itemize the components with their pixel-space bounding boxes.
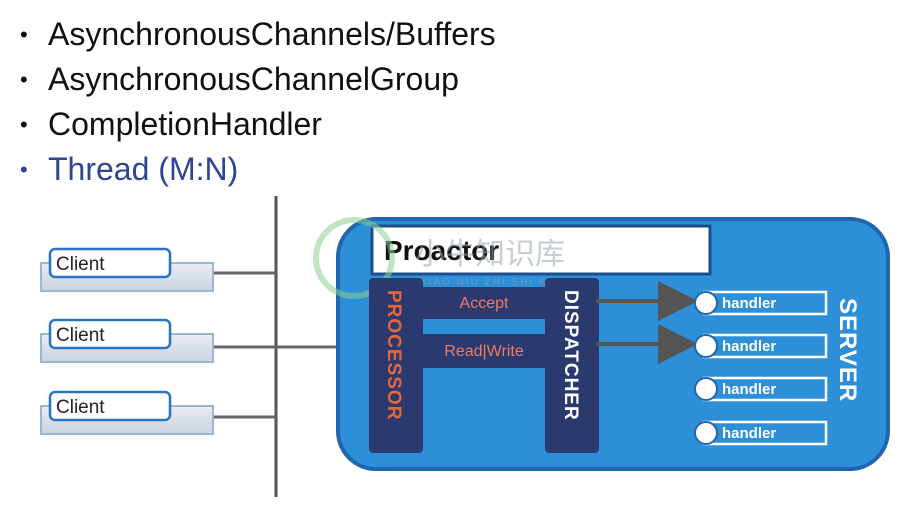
handler-dot-icon (694, 291, 718, 315)
dispatcher-column (545, 278, 599, 453)
operation-accept (421, 287, 547, 319)
handler-label: handler (722, 425, 776, 442)
handler-label: handler (722, 295, 776, 312)
operation-label: Read|Write (444, 343, 524, 360)
dispatcher-label: DISPATCHER (560, 290, 581, 421)
bullet-dot-icon: • (20, 156, 28, 182)
client-label: Client (56, 254, 105, 275)
bullet-text: AsynchronousChannels/Buffers (48, 16, 496, 52)
handler-dot-icon (694, 334, 718, 358)
bullet-list: • AsynchronousChannels/Buffers • Asynchr… (20, 12, 496, 192)
proactor-header (370, 224, 712, 276)
operation-label: Accept (460, 295, 509, 312)
handler-node: handler (694, 290, 828, 316)
client-node: Client (40, 318, 214, 363)
watermark: 小牛知识库 XIAO NIU ZHI SHI KU (313, 217, 565, 299)
bullet-item: • AsynchronousChannels/Buffers (20, 12, 496, 57)
processor-column (369, 278, 423, 453)
processor-label: PROCESSOR (383, 290, 404, 420)
bullet-item: • AsynchronousChannelGroup (20, 57, 496, 102)
bullet-item: • CompletionHandler (20, 102, 496, 147)
bullet-dot-icon: • (20, 111, 28, 137)
client-label: Client (56, 397, 105, 418)
watermark-text: 小牛知识库 (415, 238, 565, 271)
handler-label: handler (722, 338, 776, 355)
bullet-text: CompletionHandler (48, 106, 322, 142)
watermark-logo-icon (313, 217, 395, 299)
bullet-text: AsynchronousChannelGroup (48, 61, 459, 97)
handler-node: handler (694, 376, 828, 402)
bullet-item: • Thread (M:N) (20, 147, 496, 192)
client-label: Client (56, 325, 105, 346)
operation-readwrite (421, 334, 547, 368)
bullet-dot-icon: • (20, 21, 28, 47)
client-node: Client (40, 247, 214, 292)
handler-dot-icon (694, 421, 718, 445)
proactor-title: Proactor (384, 235, 499, 266)
watermark-pinyin: XIAO NIU ZHI SHI KU (420, 277, 557, 288)
client-node: Client (40, 390, 214, 435)
server-label: SERVER (834, 298, 861, 402)
handler-node: handler (694, 333, 828, 359)
handler-node: handler (694, 420, 828, 446)
bullet-dot-icon: • (20, 66, 28, 92)
handler-dot-icon (694, 377, 718, 401)
handler-label: handler (722, 381, 776, 398)
bullet-text: Thread (M:N) (48, 151, 239, 187)
